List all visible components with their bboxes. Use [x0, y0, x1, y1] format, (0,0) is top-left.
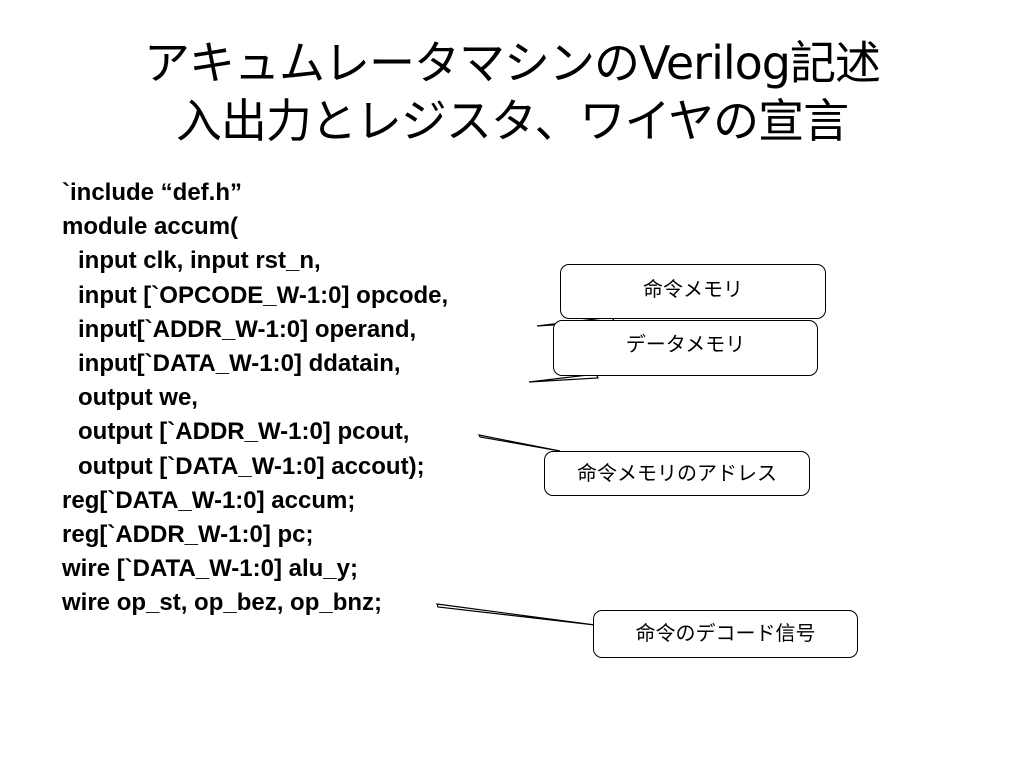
code-line-input-operand: input[`ADDR_W-1:0] operand, — [78, 315, 417, 343]
code-line-output-we: output we, — [78, 384, 198, 412]
verilog-code-block: `include “def.h” module accum( input clk… — [62, 176, 448, 620]
code-line-module: module accum( — [62, 213, 239, 241]
code-line-output-pcout: output [`ADDR_W-1:0] pcout, — [78, 418, 410, 446]
code-line-output-accout: output [`DATA_W-1:0] accout); — [78, 452, 425, 480]
code-line-input-opcode: input [`OPCODE_W-1:0] opcode, — [78, 281, 449, 309]
code-line-wire-alu-y: wire [`DATA_W-1:0] alu_y; — [62, 555, 358, 583]
callout-instruction-memory-address: 命令メモリのアドレス — [544, 451, 810, 496]
code-line-reg-accum: reg[`DATA_W-1:0] accum; — [62, 486, 356, 514]
code-line-reg-pc: reg[`ADDR_W-1:0] pc; — [62, 520, 314, 548]
callout-instruction-memory: 命令メモリ — [560, 264, 826, 319]
code-line-input-ddatain: input[`DATA_W-1:0] ddatain, — [78, 349, 401, 377]
code-line-input-clk: input clk, input rst_n, — [78, 247, 321, 275]
leader-instruction-memory-address — [477, 434, 561, 452]
callout-instruction-decode-signals-label: 命令のデコード信号 — [635, 621, 816, 645]
code-line-include: `include “def.h” — [62, 179, 242, 206]
slide-title-line2: 入出力とレジスタ、ワイヤの宣言 — [175, 94, 849, 148]
leader-decode-signals — [436, 603, 596, 626]
slide-title: アキュムレータマシンのVerilog記述 入出力とレジスタ、ワイヤの宣言 — [0, 34, 1024, 150]
callout-data-memory-label: データメモリ — [625, 332, 746, 356]
callout-instruction-memory-label: 命令メモリ — [643, 277, 743, 301]
callout-instruction-decode-signals: 命令のデコード信号 — [593, 610, 858, 658]
code-line-wire-op: wire op_st, op_bez, op_bnz; — [62, 589, 383, 617]
slide-title-line1: アキュムレータマシンのVerilog記述 — [143, 36, 881, 90]
callout-instruction-memory-address-label: 命令メモリのアドレス — [577, 461, 777, 485]
callout-data-memory: データメモリ — [553, 320, 818, 376]
